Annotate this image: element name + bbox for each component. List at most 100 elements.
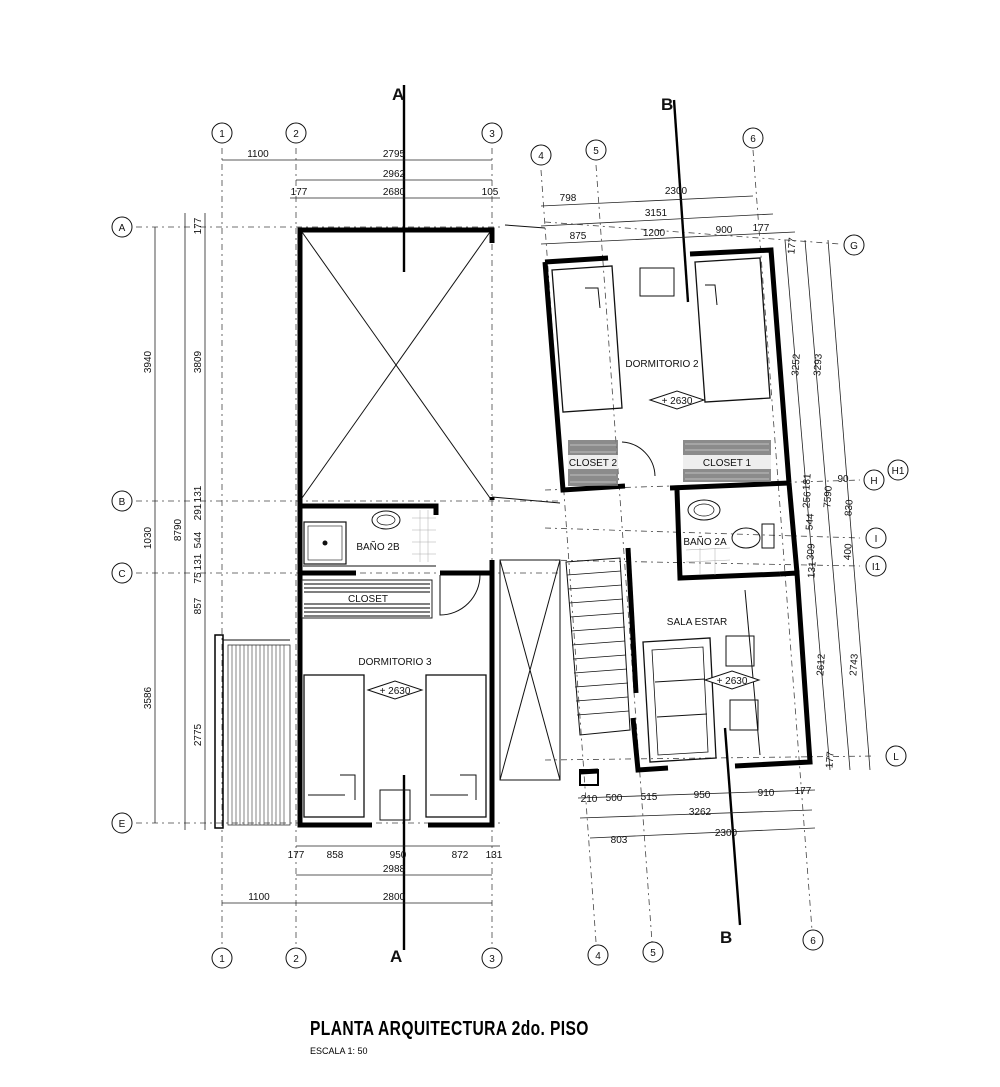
svg-text:803: 803 — [611, 835, 628, 846]
left-block-walls — [214, 227, 495, 829]
grid-label-3-top: 3 — [489, 129, 495, 140]
svg-text:177: 177 — [288, 850, 305, 861]
closets-dormitorio-2: CLOSET 2 CLOSET 1 — [568, 440, 771, 486]
grid-label-4-top: 4 — [538, 151, 544, 162]
svg-text:500: 500 — [606, 793, 623, 804]
svg-text:291: 291 — [193, 503, 204, 520]
svg-text:400: 400 — [842, 543, 854, 561]
grid-label-6-top: 6 — [750, 134, 756, 145]
svg-text:3252: 3252 — [790, 353, 803, 376]
balcony-deck — [227, 644, 291, 826]
svg-text:105: 105 — [482, 187, 499, 198]
grid-label-4-bottom: 4 — [595, 951, 601, 962]
svg-text:2962: 2962 — [383, 169, 406, 180]
grid-label-B: B — [119, 497, 126, 508]
grid-label-I1: I1 — [872, 562, 881, 573]
svg-text:177: 177 — [291, 187, 308, 198]
right-block-walls — [542, 247, 813, 786]
grid-bubbles-letters: A B C E G H H1 I I1 L — [111, 216, 909, 834]
cut-label-b-bottom: B — [720, 928, 732, 947]
svg-text:+ 2630: + 2630 — [662, 396, 693, 407]
svg-text:3293: 3293 — [812, 353, 825, 376]
closet-dormitorio-3: CLOSET — [301, 579, 433, 619]
svg-text:2988: 2988 — [383, 864, 406, 875]
svg-text:1030: 1030 — [143, 526, 154, 549]
svg-text:210: 210 — [581, 794, 598, 805]
svg-text:309: 309 — [805, 543, 817, 561]
grid-label-A: A — [119, 223, 126, 234]
grid-label-H1: H1 — [892, 466, 905, 477]
svg-text:3262: 3262 — [689, 807, 712, 818]
svg-text:3586: 3586 — [143, 686, 154, 709]
drawing-scale: ESCALA 1: 50 — [310, 1046, 368, 1056]
stairs — [565, 557, 631, 736]
svg-text:798: 798 — [560, 193, 577, 204]
level-mark-dormitorio-2: + 2630 — [648, 390, 706, 410]
room-label-sala-estar: SALA ESTAR — [667, 617, 727, 628]
svg-text:2300: 2300 — [715, 828, 738, 839]
grid-label-E: E — [119, 819, 126, 830]
cut-label-a-bottom: A — [390, 947, 402, 966]
grid-label-L: L — [893, 752, 899, 763]
grid-label-6-bottom: 6 — [810, 936, 816, 947]
svg-text:3151: 3151 — [645, 208, 668, 219]
section-cuts: A A B B — [390, 85, 742, 966]
svg-text:1100: 1100 — [247, 149, 269, 160]
svg-text:177: 177 — [824, 751, 836, 769]
svg-text:900: 900 — [716, 225, 733, 236]
cut-label-b-top: B — [661, 95, 673, 114]
svg-text:177: 177 — [795, 786, 812, 797]
room-label-closet: CLOSET — [348, 594, 388, 605]
svg-text:544: 544 — [193, 531, 204, 548]
grid-label-1-bottom: 1 — [219, 954, 225, 965]
room-label-closet-1: CLOSET 1 — [703, 458, 752, 469]
grid-label-G: G — [850, 241, 858, 252]
beds-dormitorio-2 — [551, 257, 771, 477]
svg-text:2800: 2800 — [383, 892, 406, 903]
svg-text:8790: 8790 — [173, 518, 184, 541]
level-mark-sala-estar: + 2630 — [703, 670, 761, 690]
svg-text:1200: 1200 — [643, 228, 666, 239]
grid-label-1-top: 1 — [219, 129, 225, 140]
svg-text:177: 177 — [786, 237, 798, 255]
svg-text:256: 256 — [801, 491, 813, 509]
svg-text:177: 177 — [753, 223, 770, 234]
svg-text:177: 177 — [193, 217, 204, 234]
svg-text:2795: 2795 — [383, 149, 406, 160]
grid-label-5-top: 5 — [593, 146, 599, 157]
svg-text:515: 515 — [641, 792, 658, 803]
svg-text:3809: 3809 — [193, 350, 204, 373]
svg-text:+ 2630: + 2630 — [380, 686, 411, 697]
grid-label-2-top: 2 — [293, 129, 299, 140]
room-label-dormitorio-2: DORMITORIO 2 — [625, 359, 699, 370]
svg-text:3940: 3940 — [143, 350, 154, 373]
svg-text:90: 90 — [837, 474, 849, 485]
stair-void — [491, 224, 561, 781]
svg-text:131: 131 — [193, 485, 204, 502]
svg-text:2680: 2680 — [383, 187, 406, 198]
room-label-dormitorio-3: DORMITORIO 3 — [358, 657, 432, 668]
svg-text:875: 875 — [570, 231, 587, 242]
svg-text:131: 131 — [486, 850, 503, 861]
bath-2a-fixtures — [685, 499, 775, 575]
svg-text:830: 830 — [843, 499, 855, 517]
svg-text:2775: 2775 — [193, 723, 204, 746]
svg-text:2300: 2300 — [665, 186, 688, 197]
dimension-lines — [154, 159, 871, 904]
svg-text:544: 544 — [804, 513, 816, 531]
svg-text:7590: 7590 — [822, 485, 835, 508]
room-label-bano-2a: BAÑO 2A — [683, 535, 727, 548]
svg-text:857: 857 — [193, 597, 204, 614]
grid-lines — [136, 148, 876, 945]
svg-text:872: 872 — [452, 850, 469, 861]
svg-text:131: 131 — [193, 553, 204, 570]
drawing-title: PLANTA ARQUITECTURA 2do. PISO — [310, 1018, 589, 1040]
svg-text:2743: 2743 — [848, 653, 861, 676]
grid-label-3-bottom: 3 — [489, 954, 495, 965]
grid-label-H: H — [870, 476, 877, 487]
grid-label-I: I — [875, 534, 878, 545]
dimension-labels: 1100 2795 2962 177 2680 105 798 2300 315… — [143, 149, 861, 903]
svg-text:1100: 1100 — [248, 892, 270, 903]
sala-estar-furniture — [642, 589, 761, 763]
